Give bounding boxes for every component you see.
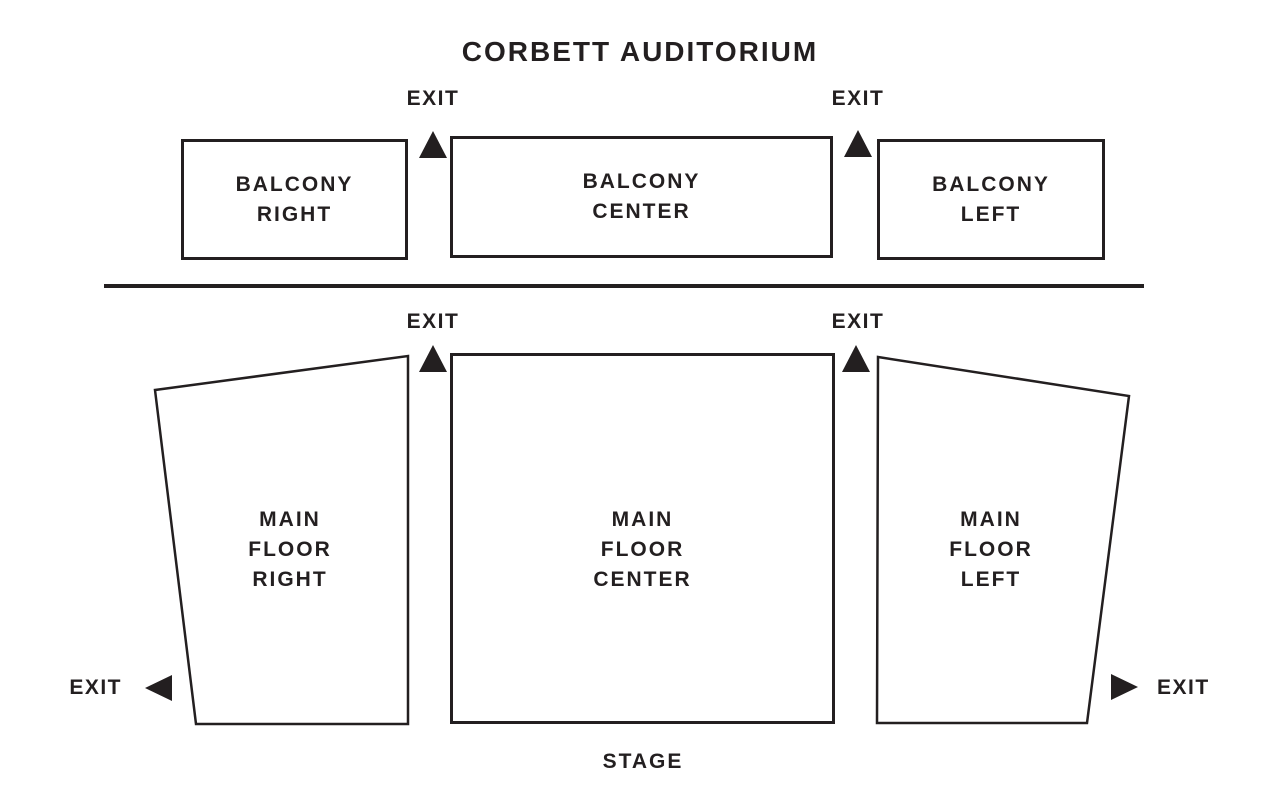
section-label: BALCONY RIGHT bbox=[236, 170, 354, 230]
section-label-line: CENTER bbox=[592, 200, 691, 223]
exit-arrow-up-icon bbox=[419, 345, 447, 372]
section-label-line: LEFT bbox=[960, 202, 1022, 226]
section-main-floor-right-label: MAIN FLOOR RIGHT bbox=[172, 505, 408, 595]
section-label-line: MAIN bbox=[960, 508, 1022, 531]
section-label: MAIN FLOOR CENTER bbox=[593, 483, 691, 595]
section-label-line: RIGHT bbox=[252, 568, 328, 591]
section-label-line: RIGHT bbox=[256, 202, 333, 226]
section-label-line: LEFT bbox=[960, 568, 1022, 591]
section-label-line: CENTER bbox=[593, 567, 692, 591]
exit-arrow-right-icon bbox=[1111, 674, 1138, 700]
exit-label-balcony-left-aisle: EXIT bbox=[406, 87, 460, 110]
exit-arrow-up-icon bbox=[842, 345, 870, 372]
exit-label-balcony-right-aisle: EXIT bbox=[831, 87, 885, 110]
section-label-line: BALCONY bbox=[932, 172, 1050, 196]
exit-arrow-up-icon bbox=[419, 131, 447, 158]
section-main-floor-left-label: MAIN FLOOR LEFT bbox=[877, 505, 1105, 595]
main-floor-left-shape bbox=[875, 355, 1131, 725]
section-balcony-left: BALCONY LEFT bbox=[877, 139, 1105, 260]
section-label-line: FLOOR bbox=[949, 538, 1033, 561]
section-main-floor-center: MAIN FLOOR CENTER bbox=[450, 353, 835, 724]
exit-label-house-right-side: EXIT bbox=[69, 676, 122, 699]
section-label-line: MAIN bbox=[259, 508, 321, 531]
section-label-line: MAIN bbox=[611, 507, 674, 531]
exit-label-house-left-side: EXIT bbox=[1157, 676, 1210, 699]
exit-label-main-left-aisle: EXIT bbox=[406, 310, 460, 333]
section-balcony-center: BALCONY CENTER bbox=[450, 136, 833, 258]
section-label-line: FLOOR bbox=[600, 537, 685, 561]
main-floor-right-shape bbox=[153, 354, 410, 726]
section-label: BALCONY CENTER bbox=[583, 167, 701, 227]
section-label-line: FLOOR bbox=[248, 538, 332, 561]
exit-arrow-left-icon bbox=[145, 675, 172, 701]
exit-arrow-up-icon bbox=[844, 130, 872, 157]
balcony-floor-divider bbox=[104, 284, 1144, 288]
section-balcony-right: BALCONY RIGHT bbox=[181, 139, 408, 260]
page-title: CORBETT AUDITORIUM bbox=[461, 36, 819, 67]
section-label: BALCONY LEFT bbox=[932, 170, 1050, 230]
section-label-line: BALCONY bbox=[582, 170, 701, 193]
exit-label-main-right-aisle: EXIT bbox=[831, 310, 885, 333]
stage-label: STAGE bbox=[602, 750, 684, 773]
section-label-line: BALCONY bbox=[235, 172, 354, 196]
